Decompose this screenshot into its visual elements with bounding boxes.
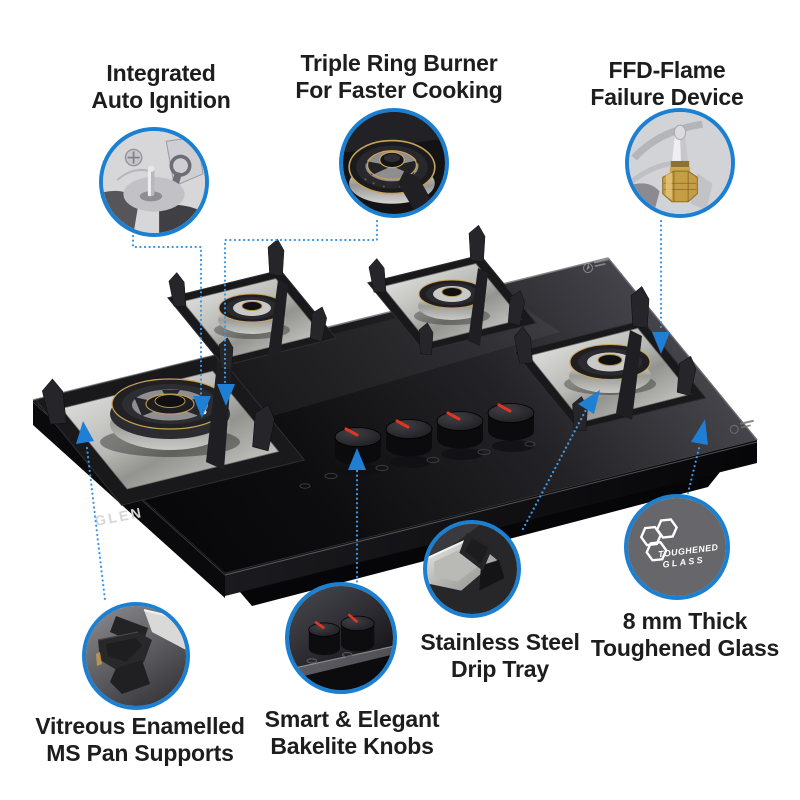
connector-pan-supports bbox=[85, 446, 107, 602]
caption-auto-ignition: Integrated Auto Ignition bbox=[91, 60, 231, 113]
caption-bakelite-knobs: Smart & Elegant Bakelite Knobs bbox=[264, 706, 440, 759]
knob-3 bbox=[436, 411, 484, 460]
igniter-pin bbox=[201, 409, 207, 415]
control-knobs bbox=[299, 403, 536, 489]
arrow-auto-ignition bbox=[193, 396, 211, 418]
arrow-toughened-glass bbox=[691, 419, 708, 445]
brand-mark-small bbox=[583, 258, 609, 273]
drip-tray-photo bbox=[423, 520, 521, 618]
brand-logo: GLEN bbox=[94, 504, 145, 529]
burner-large-triple-ring bbox=[34, 329, 306, 506]
burner-right bbox=[513, 286, 707, 432]
caption-drip-tray: Stainless Steel Drip Tray bbox=[420, 629, 580, 682]
burner-back-left bbox=[167, 238, 337, 371]
arrow-pan-supports bbox=[76, 421, 94, 444]
triple-ring-burner-photo bbox=[339, 108, 449, 218]
screw-icon bbox=[124, 148, 143, 167]
knob-icon bbox=[308, 621, 341, 656]
toughened-glass-hexagons-icon bbox=[639, 518, 678, 562]
knob-1 bbox=[334, 427, 382, 476]
arrow-knobs bbox=[348, 448, 366, 470]
caption-ffd: FFD-Flame Failure Device bbox=[590, 57, 744, 110]
connector-triple-ring bbox=[223, 219, 379, 384]
arrow-triple-ring bbox=[217, 384, 235, 406]
connector-toughened-glass bbox=[686, 442, 702, 495]
bakelite-knobs-photo bbox=[285, 582, 397, 694]
arrow-drip-tray bbox=[578, 390, 600, 414]
knob-4 bbox=[487, 403, 535, 452]
hob-front-face-left bbox=[33, 400, 225, 598]
connector-drip-tray bbox=[521, 406, 589, 531]
connector-auto-ignition bbox=[131, 234, 203, 398]
knob-icon bbox=[340, 613, 375, 652]
certification-mark bbox=[729, 419, 754, 434]
auto-ignition-photo bbox=[99, 127, 209, 237]
burner-back-middle bbox=[367, 224, 537, 356]
caption-triple-ring: Triple Ring Burner For Faster Cooking bbox=[295, 50, 503, 103]
ffd-sensor-photo bbox=[625, 108, 735, 218]
ffd-probe-icon bbox=[662, 124, 698, 203]
ignition-pin-icon bbox=[139, 165, 163, 202]
toughened-glass-badge: TOUGHENED GLASS bbox=[624, 494, 730, 600]
arrow-ffd bbox=[652, 332, 670, 354]
caption-toughened-glass: 8 mm Thick Toughened Glass bbox=[590, 608, 780, 661]
caption-pan-supports: Vitreous Enamelled MS Pan Supports bbox=[35, 713, 245, 766]
knob-2 bbox=[385, 419, 433, 468]
pan-support-photo bbox=[82, 602, 190, 710]
